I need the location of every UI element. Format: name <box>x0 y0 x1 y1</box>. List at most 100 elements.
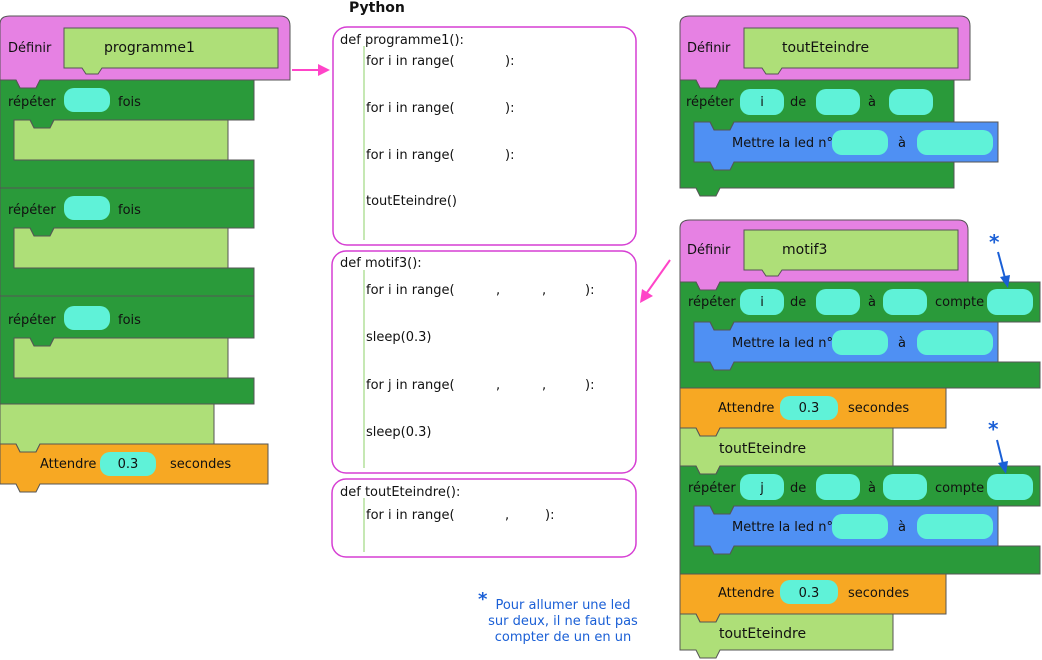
code-def-line: def toutEteindre(): <box>340 485 460 500</box>
loop-var: i <box>760 295 764 310</box>
seconds-label: secondes <box>170 457 231 472</box>
call-block-2[interactable] <box>679 613 894 659</box>
led-index-slot[interactable] <box>832 514 888 539</box>
step-slot[interactable] <box>987 289 1033 315</box>
wait-value: 0.3 <box>118 457 139 472</box>
wait-label: Attendre <box>40 457 96 472</box>
wait-value: 0.3 <box>799 401 820 416</box>
code-line: for i in range( <box>366 508 455 523</box>
led-value-slot[interactable] <box>917 514 993 539</box>
define-label: Définir <box>687 243 731 258</box>
repeat-label: répéter <box>686 95 734 110</box>
loop-var-slot[interactable] <box>740 289 784 315</box>
footnote-line: compter de un en un <box>494 630 632 645</box>
led-to-label: à <box>898 136 906 151</box>
arrow-motif3 <box>640 259 671 303</box>
code-def-line: def motif3(): <box>340 256 422 271</box>
wait-value-slot[interactable] <box>100 452 156 476</box>
code-comma: , <box>505 508 509 523</box>
loop-var: j <box>759 481 764 496</box>
code-programme1: def programme1(): for i in range( ): for… <box>332 26 637 246</box>
repeat-label: répéter <box>688 481 736 496</box>
to-slot[interactable] <box>889 89 933 115</box>
code-line: for i in range( <box>366 148 455 163</box>
call-label: toutEteindre <box>719 441 806 457</box>
arrow-programme1 <box>292 64 330 76</box>
inner-slot-3[interactable] <box>13 337 229 379</box>
code-line: sleep(0.3) <box>366 330 431 345</box>
code-line: for j in range( <box>366 378 455 393</box>
led-label: Mettre la led n° <box>732 136 833 151</box>
wait-label: Attendre <box>718 586 774 601</box>
from-slot[interactable] <box>816 289 860 315</box>
code-line: ): <box>505 101 514 116</box>
code-line: for i in range( <box>366 54 455 69</box>
code-line: ): <box>505 54 514 69</box>
step-label: compte <box>935 295 984 310</box>
python-title: Python <box>349 0 405 16</box>
times-label: fois <box>118 313 141 328</box>
from-slot[interactable] <box>816 89 860 115</box>
star-marker: * <box>989 230 1000 254</box>
code-tout-eteindre: def toutEteindre(): for i in range( , ): <box>331 478 637 558</box>
seconds-label: secondes <box>848 401 909 416</box>
repeat-count-slot[interactable] <box>64 306 110 330</box>
name-slot-motif3[interactable] <box>743 229 959 277</box>
from-label: de <box>790 481 806 496</box>
led-to-label: à <box>898 520 906 535</box>
to-slot[interactable] <box>883 474 927 500</box>
repeat-count-slot[interactable] <box>64 196 110 220</box>
to-slot[interactable] <box>883 289 927 315</box>
repeat-count-slot[interactable] <box>64 88 110 112</box>
from-label: de <box>790 295 806 310</box>
code-def-line: def programme1(): <box>340 33 464 48</box>
wait-value-slot[interactable] <box>780 580 838 604</box>
define-label: Définir <box>687 41 731 56</box>
define-label: Définir <box>8 41 52 56</box>
code-line: for i in range( <box>366 283 455 298</box>
name-slot-tout-eteindre[interactable] <box>743 27 959 75</box>
led-value-slot[interactable] <box>917 330 993 355</box>
repeat-label: répéter <box>8 203 56 218</box>
times-label: fois <box>118 95 141 110</box>
led-index-slot[interactable] <box>832 130 888 155</box>
code-close: ): <box>545 508 554 523</box>
code-line: ): <box>505 148 514 163</box>
step-label: compte <box>935 481 984 496</box>
times-label: fois <box>118 203 141 218</box>
step-slot[interactable] <box>987 474 1033 500</box>
wait-label: Attendre <box>718 401 774 416</box>
name-slot-programme1[interactable] <box>63 27 279 75</box>
code-comma: , <box>496 283 500 298</box>
code-comma: , <box>542 378 546 393</box>
tout-eteindre-stack: Définir toutEteindre répéter i de à Mett… <box>679 15 999 197</box>
led-label: Mettre la led n° <box>732 520 833 535</box>
to-label: à <box>868 95 876 110</box>
code-line: sleep(0.3) <box>366 425 431 440</box>
code-line: toutEteindre() <box>366 194 457 209</box>
repeat-label: répéter <box>688 295 736 310</box>
repeat-label: répéter <box>8 95 56 110</box>
footnote-line: sur deux, il ne faut pas <box>488 614 638 629</box>
step-arrow-1 <box>997 251 1010 288</box>
motif3-stack: Définir motif3 répéter i de à compte Met… <box>679 219 1041 659</box>
call-label: toutEteindre <box>719 626 806 642</box>
led-to-label: à <box>898 336 906 351</box>
code-close: ): <box>585 378 594 393</box>
wait-value: 0.3 <box>799 586 820 601</box>
star-marker: * <box>988 417 999 441</box>
led-index-slot[interactable] <box>832 330 888 355</box>
code-line: for i in range( <box>366 101 455 116</box>
from-slot[interactable] <box>816 474 860 500</box>
loop-var-slot[interactable] <box>740 89 784 115</box>
inner-slot-2[interactable] <box>13 227 229 269</box>
loop-var-slot[interactable] <box>740 474 784 500</box>
inner-slot-1[interactable] <box>13 119 229 161</box>
step-arrow-2 <box>996 439 1008 474</box>
code-comma: , <box>496 378 500 393</box>
star-marker: * <box>478 589 488 610</box>
led-value-slot[interactable] <box>917 130 993 155</box>
wait-value-slot[interactable] <box>780 396 838 420</box>
loop-var: i <box>760 95 764 110</box>
